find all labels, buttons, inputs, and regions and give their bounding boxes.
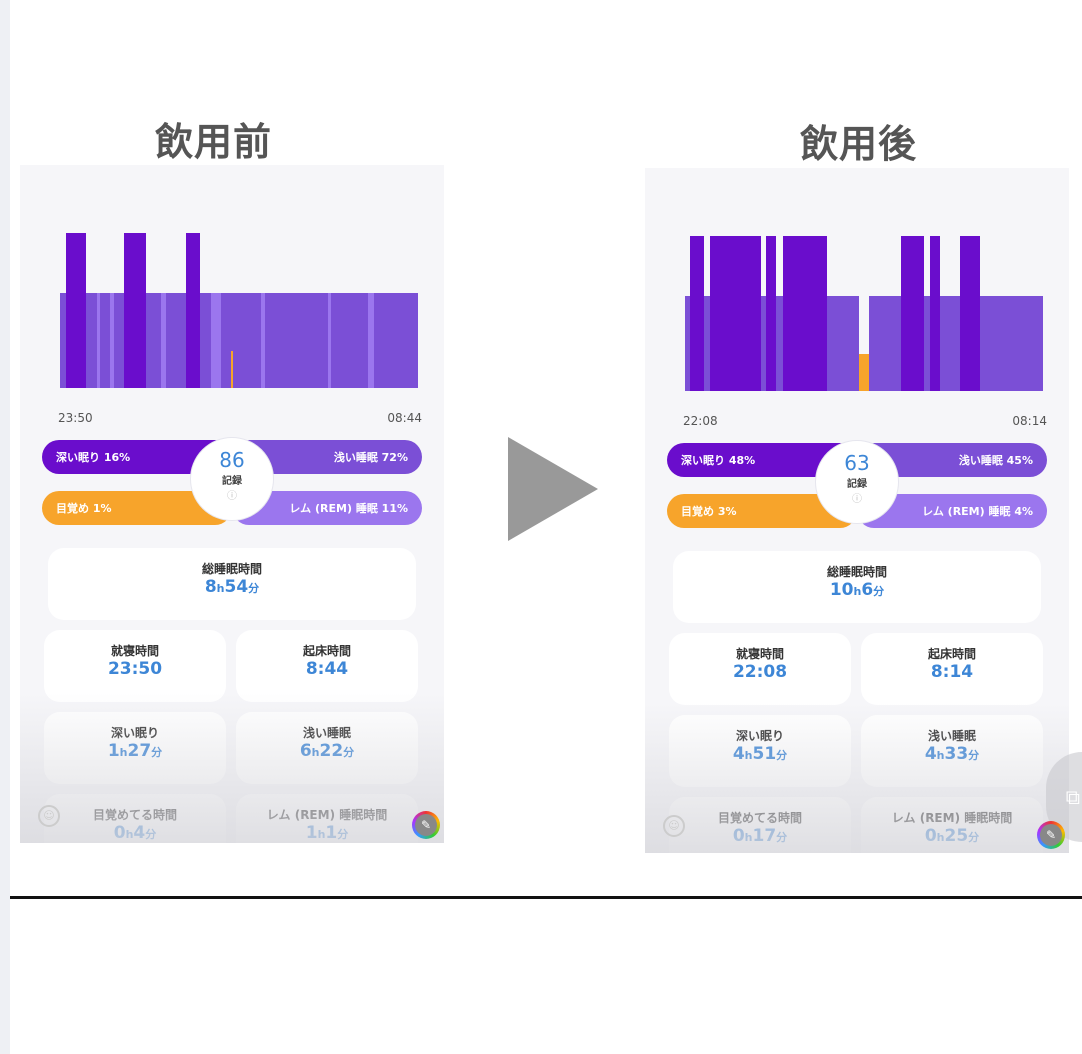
hypnogram-segment-deep (959, 236, 981, 391)
card-value: 4h33分 (924, 744, 980, 764)
sleep-hypnogram (60, 233, 418, 388)
hypnogram-segment-light (60, 293, 418, 388)
score-label: 記録 (222, 476, 242, 487)
card-label: レム (REM) 睡眠時間 (891, 811, 1013, 825)
hypnogram-segment-deep (709, 236, 761, 391)
card-value: 23:50 (107, 659, 163, 679)
total-sleep-card: 総睡眠時間 10h6分 (673, 551, 1041, 623)
hypnogram-segment-deep (186, 233, 201, 388)
smile-icon[interactable]: ☺ (663, 815, 685, 837)
hypnogram-segment-deep (66, 233, 87, 388)
title-after: 飲用後 (800, 122, 918, 166)
score-label: 記録 (847, 479, 867, 490)
total-sleep-card: 総睡眠時間 8h54分 (48, 548, 416, 620)
hypnogram-segment-awake (230, 351, 233, 388)
card-value: 0h4分 (113, 823, 157, 843)
card-label: 起床時間 (302, 644, 351, 658)
card-value: 4h51分 (732, 744, 788, 764)
hypnogram-segment-awake (858, 354, 870, 391)
pencil-icon: ✎ (1040, 824, 1062, 846)
play-triangle-icon (508, 437, 598, 541)
card-label: 起床時間 (927, 647, 976, 661)
card-label: 総睡眠時間 (826, 565, 887, 579)
edit-button[interactable]: ✎ (1037, 821, 1065, 849)
hypnogram-segment-rem (160, 293, 166, 388)
awake-pill[interactable]: 目覚め 1% (42, 491, 232, 525)
left-edge (0, 0, 10, 1054)
hypnogram-segment-deep (900, 236, 925, 391)
hypnogram-segment-deep (765, 236, 776, 391)
hypnogram-segment-light (869, 296, 1043, 391)
title-before: 飲用前 (155, 120, 273, 164)
card-value: 6h22分 (299, 741, 355, 761)
end-time: 08:44 (387, 411, 422, 425)
card-value: 0h17分 (732, 826, 788, 846)
card-value: 22:08 (732, 662, 788, 682)
hypnogram-segment-rem (261, 293, 266, 388)
card-label: レム (REM) 睡眠時間 (266, 808, 388, 822)
hypnogram-segment-rem (110, 293, 114, 388)
hypnogram-segment-deep (783, 236, 827, 391)
hypnogram-segment-rem (96, 293, 101, 388)
pencil-icon: ✎ (415, 814, 437, 836)
score-value: 63 (844, 451, 870, 475)
card-value: 10h6分 (829, 580, 885, 600)
sleep-score[interactable]: 63 記録 ⓘ (815, 440, 899, 524)
start-time: 23:50 (58, 411, 93, 425)
card-value: 8:14 (930, 662, 974, 682)
edit-button[interactable]: ✎ (412, 811, 440, 839)
start-time: 22:08 (683, 414, 718, 428)
smile-icon[interactable]: ☺ (38, 805, 60, 827)
hypnogram-segment-deep (689, 236, 704, 391)
card-label: 就寝時間 (110, 644, 159, 658)
rem-sleep-pill[interactable]: レム (REM) 睡眠 11% (232, 491, 422, 525)
card-label: 浅い睡眠 (927, 729, 976, 743)
panel-after: 22:08 08:14 深い眠り 48% 浅い睡眠 45% 目覚め 3% レム … (645, 168, 1069, 853)
hypnogram-segment-rem (328, 293, 331, 388)
card-value: 8:44 (305, 659, 349, 679)
hypnogram-segment-deep (124, 233, 147, 388)
hypnogram-segment-deep (929, 236, 940, 391)
panel-before: 23:50 08:44 深い眠り 16% 浅い睡眠 72% 目覚め 1% レム … (20, 165, 444, 843)
card-label: 深い眠り (110, 726, 159, 740)
card-label: 就寝時間 (735, 647, 784, 661)
divider (10, 896, 1082, 899)
info-icon[interactable]: ⓘ (227, 491, 237, 502)
sleep-hypnogram (685, 236, 1043, 391)
card-label: 目覚めてる時間 (717, 811, 802, 825)
card-value: 8h54分 (204, 577, 260, 597)
info-icon[interactable]: ⓘ (852, 494, 862, 505)
card-label: 総睡眠時間 (201, 562, 262, 576)
card-value: 0h25分 (924, 826, 980, 846)
hypnogram-segment-rem (368, 293, 374, 388)
sleep-score[interactable]: 86 記録 ⓘ (190, 437, 274, 521)
hypnogram-segment-rem (210, 293, 221, 388)
card-label: 目覚めてる時間 (92, 808, 177, 822)
score-value: 86 (219, 448, 245, 472)
card-label: 浅い睡眠 (302, 726, 351, 740)
end-time: 08:14 (1012, 414, 1047, 428)
card-value: 1h1分 (305, 823, 349, 843)
card-value: 1h27分 (107, 741, 163, 761)
card-label: 深い眠り (735, 729, 784, 743)
